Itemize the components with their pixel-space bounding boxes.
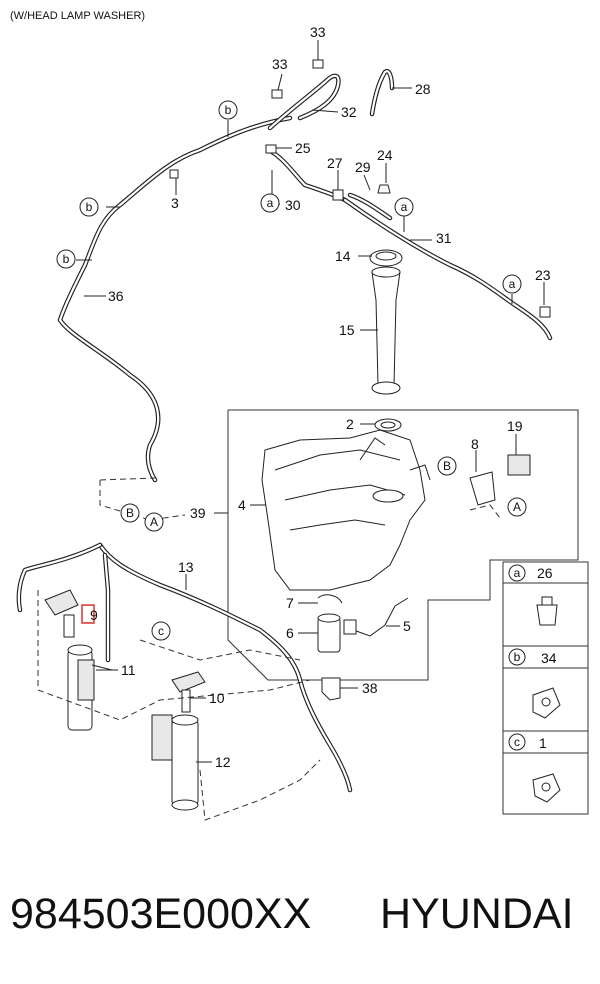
- callout-3: 3: [171, 195, 179, 211]
- svg-text:34: 34: [541, 650, 557, 666]
- svg-text:a: a: [401, 200, 408, 214]
- callout-10: 10: [209, 690, 225, 706]
- hose-13: [97, 542, 353, 793]
- connector-19: [507, 454, 531, 476]
- diagram-header: (W/HEAD LAMP WASHER): [10, 10, 145, 22]
- svg-text:b: b: [225, 103, 232, 117]
- elbow-38: [321, 677, 341, 701]
- callout-15: 15: [339, 322, 355, 338]
- ref-A-2: A: [507, 497, 527, 517]
- callout-2: 2: [346, 416, 354, 432]
- callout-39: 39: [190, 505, 206, 521]
- callout-33a: 33: [272, 56, 288, 72]
- ref-b-1: b: [218, 100, 238, 120]
- callout-23: 23: [535, 267, 551, 283]
- svg-text:A: A: [150, 515, 158, 529]
- sensor-wire-5: [347, 597, 409, 637]
- nozzle-cap-9: [44, 589, 79, 616]
- svg-text:b: b: [63, 252, 70, 266]
- filler-neck-15: [371, 271, 401, 386]
- hose-36: [57, 115, 293, 483]
- legend-row-c: c 1: [508, 733, 547, 751]
- part-number: 984503E000XX: [10, 890, 311, 938]
- svg-text:a: a: [514, 566, 521, 580]
- bracket-8: [469, 471, 496, 506]
- clip-33a: [271, 89, 283, 99]
- clip-33b: [312, 59, 324, 69]
- connector-25: [265, 144, 277, 154]
- brand-name: HYUNDAI: [380, 890, 574, 938]
- callout-31: 31: [436, 230, 452, 246]
- legend-row-b: b 34: [508, 648, 557, 666]
- callout-7: 7: [286, 595, 294, 611]
- valve-27: [332, 189, 344, 201]
- ref-A-1: A: [144, 512, 164, 532]
- callout-4: 4: [238, 497, 246, 513]
- pump-6: [317, 617, 341, 653]
- svg-text:c: c: [514, 735, 520, 749]
- ref-B-1: B: [120, 503, 140, 523]
- callout-14: 14: [335, 248, 351, 264]
- nozzle-cap-10: [171, 671, 206, 693]
- ref-a-1: a: [260, 193, 280, 213]
- actuator-11: [67, 644, 113, 731]
- svg-text:b: b: [514, 650, 521, 664]
- hose-31: [342, 197, 553, 341]
- svg-text:26: 26: [537, 565, 553, 581]
- callout-19: 19: [507, 418, 523, 434]
- callout-33b: 33: [310, 24, 326, 40]
- legend-table: a 26 b 34 c 1: [502, 561, 589, 815]
- callout-24: 24: [377, 147, 393, 163]
- svg-text:a: a: [509, 277, 516, 291]
- callout-38: 38: [362, 680, 378, 696]
- callout-25: 25: [295, 140, 311, 156]
- svg-text:B: B: [126, 506, 134, 520]
- legend-row-a: a 26: [508, 564, 553, 582]
- nozzle-9-highlight: [81, 604, 95, 624]
- ref-b-2: b: [79, 197, 99, 217]
- svg-text:c: c: [158, 624, 164, 638]
- svg-text:B: B: [443, 459, 451, 473]
- actuator-12: [151, 714, 199, 811]
- svg-text:1: 1: [539, 735, 547, 751]
- svg-text:a: a: [267, 196, 274, 210]
- ref-B-2: B: [437, 456, 457, 476]
- hose-28: [369, 68, 395, 117]
- callout-36: 36: [108, 288, 124, 304]
- callout-29: 29: [355, 159, 371, 175]
- reservoir-group-box: [227, 409, 579, 681]
- ref-c-1: c: [151, 621, 171, 641]
- ref-a-2: a: [394, 197, 414, 217]
- callout-27: 27: [327, 155, 343, 171]
- legend-part-34-icon: [532, 687, 561, 719]
- nozzle-23: [539, 306, 551, 318]
- level-sensor-5: [343, 619, 357, 635]
- clip-24: [377, 184, 391, 194]
- legend-part-26-icon: [536, 596, 558, 626]
- callout-9: 9: [90, 607, 98, 623]
- hose-left: [16, 542, 111, 663]
- hose-32: [267, 73, 341, 131]
- hose-29: [347, 192, 393, 221]
- callout-6: 6: [286, 625, 294, 641]
- callout-12: 12: [215, 754, 231, 770]
- reservoir-tank-4: [261, 429, 431, 591]
- callout-11: 11: [121, 662, 136, 678]
- ref-a-3: a: [502, 274, 522, 294]
- legend-part-1-icon: [532, 773, 561, 803]
- callout-28: 28: [415, 81, 431, 97]
- callout-13: 13: [178, 559, 194, 575]
- callout-32: 32: [341, 104, 357, 120]
- svg-text:b: b: [86, 200, 93, 214]
- ref-b-3: b: [56, 249, 76, 269]
- connector-3: [169, 169, 179, 179]
- svg-text:A: A: [513, 500, 521, 514]
- grommet-7: [317, 594, 343, 604]
- callout-5: 5: [403, 618, 411, 634]
- callout-30: 30: [285, 197, 301, 213]
- callout-8: 8: [471, 436, 479, 452]
